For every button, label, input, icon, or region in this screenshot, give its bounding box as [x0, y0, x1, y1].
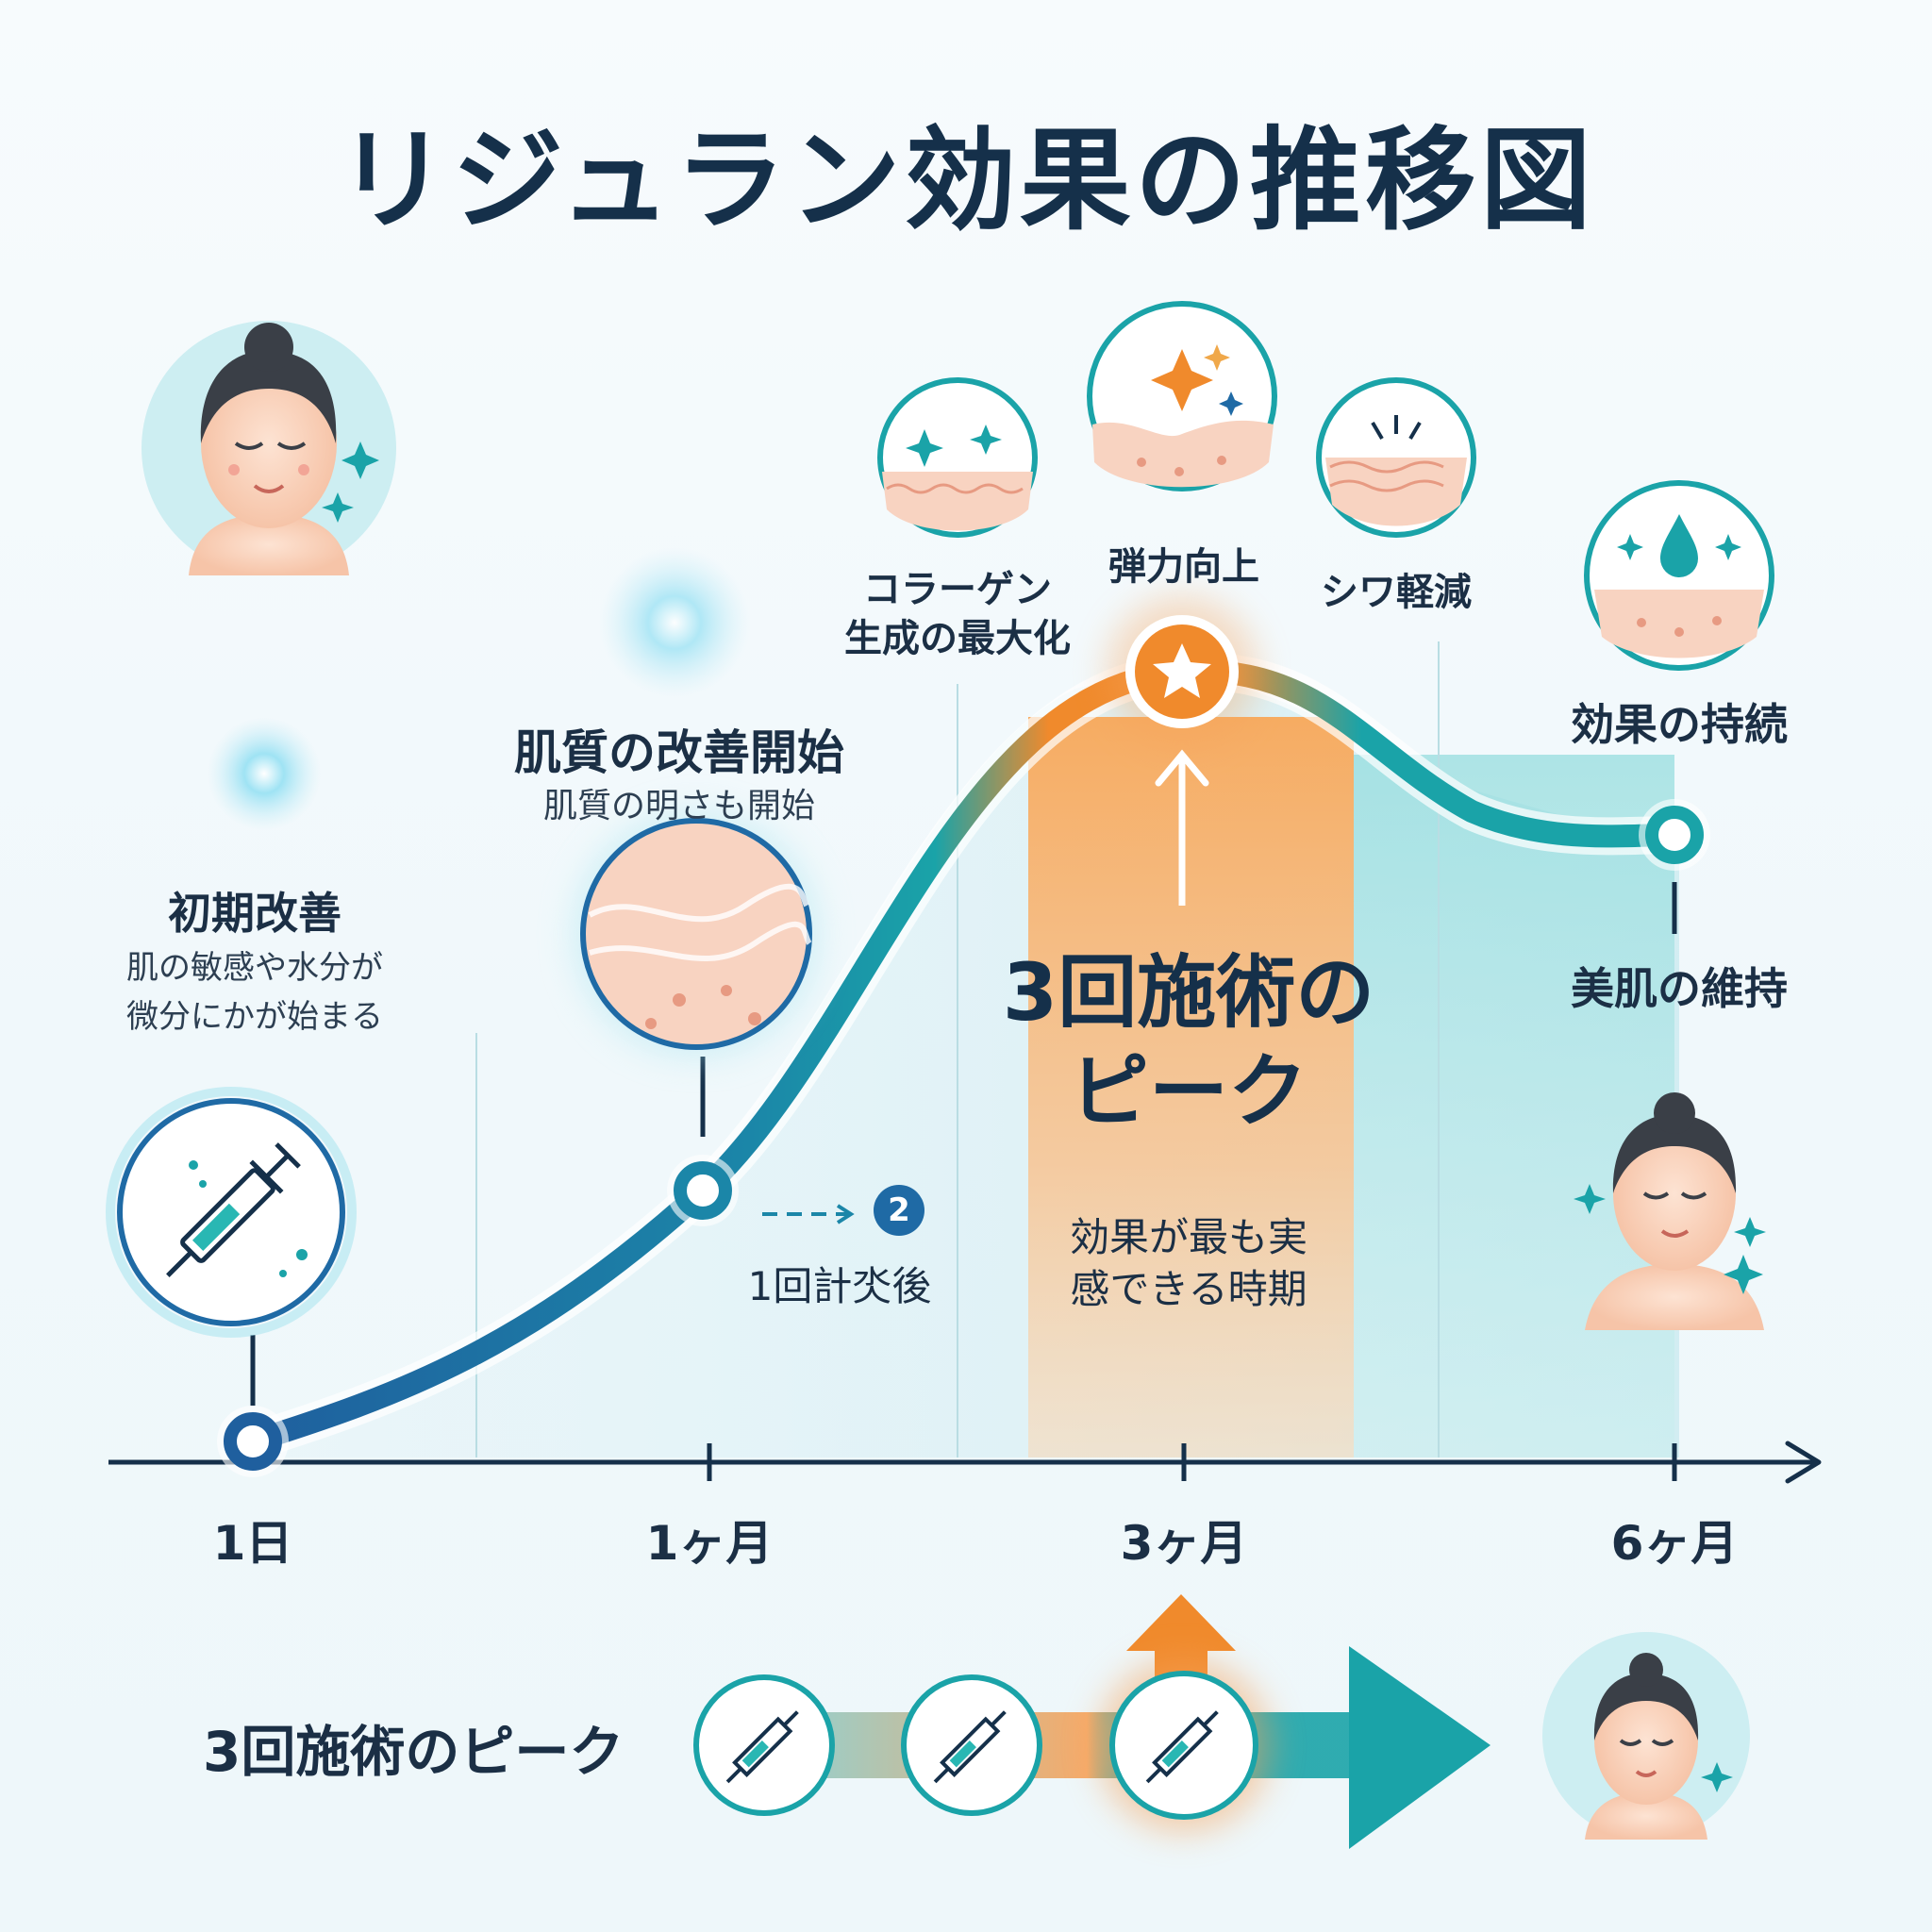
step-badge-number: 2	[888, 1191, 910, 1229]
axis-tick-label: 1日	[212, 1516, 293, 1571]
curve-node	[224, 1412, 282, 1471]
droplet-icon	[1584, 480, 1774, 671]
collagen-label-1: コラーゲン	[863, 568, 1052, 611]
sparkle-skin-icon	[877, 377, 1038, 538]
peak-node	[1107, 596, 1257, 747]
stage-heading-initial: 初期改善	[168, 888, 341, 939]
effect-curve	[242, 659, 1686, 1453]
peak-heading-1: 3回施術の	[1002, 946, 1375, 1039]
face-icon	[1542, 1632, 1750, 1840]
time-axis	[108, 1441, 1822, 1484]
maintain-label: 美肌の維持	[1571, 963, 1788, 1014]
page-title: リジュラン効果の推移図	[337, 115, 1595, 245]
axis-tick-label: 6ヶ月	[1610, 1516, 1739, 1571]
curve-node	[674, 1161, 732, 1220]
peak-up-arrow	[1155, 749, 1209, 906]
syringe-icon	[1097, 1658, 1271, 1832]
peak-desc-2: 感できる時期	[1070, 1266, 1307, 1312]
stage-desc-initial-2: 微分にかが始まる	[126, 998, 383, 1036]
stage-heading-texture: 肌質の改善開始	[514, 725, 844, 780]
sustain-label: 効果の持続	[1571, 699, 1788, 750]
face-icon	[1574, 1092, 1766, 1330]
collagen-label-2: 生成の最大化	[844, 617, 1071, 660]
stems	[250, 882, 1677, 1406]
curve-nodes	[217, 799, 1710, 1477]
step-badge	[874, 1185, 924, 1236]
stage-desc-initial-1: 肌の敏感や水分が	[126, 949, 383, 987]
after-one-label: 1回計氼後	[747, 1263, 932, 1309]
glow-orb	[599, 547, 750, 698]
syringe-icon	[901, 1674, 1042, 1816]
sparkle-skin-icon	[1087, 301, 1277, 491]
star-icon	[1153, 643, 1211, 698]
bottom-label: 3回施術のピーク	[203, 1720, 625, 1784]
wrinkle-label: シワ軽減	[1321, 571, 1472, 614]
dashed-arrow	[762, 1204, 855, 1224]
stage-desc-texture: 肌質の明さも開始	[542, 787, 815, 825]
elasticity-label: 弾力向上	[1108, 545, 1259, 589]
syringe-icon	[106, 1087, 357, 1338]
sustain-band	[1354, 755, 1674, 1457]
peak-band	[1028, 717, 1354, 1457]
axis-tick-label: 1ヶ月	[645, 1516, 774, 1571]
wrinkle-icon	[1316, 377, 1476, 538]
axis-tick-label: 3ヶ月	[1120, 1516, 1248, 1571]
glow-orb	[208, 717, 321, 830]
curve-node	[1645, 806, 1704, 864]
skin-texture-icon	[574, 811, 819, 1057]
peak-desc-1: 効果が最も実	[1069, 1214, 1307, 1260]
syringe-icon	[693, 1674, 835, 1816]
bottom-syringes	[693, 1658, 1271, 1832]
peak-heading-2: ピーク	[1069, 1045, 1307, 1138]
face-icon	[142, 321, 396, 575]
